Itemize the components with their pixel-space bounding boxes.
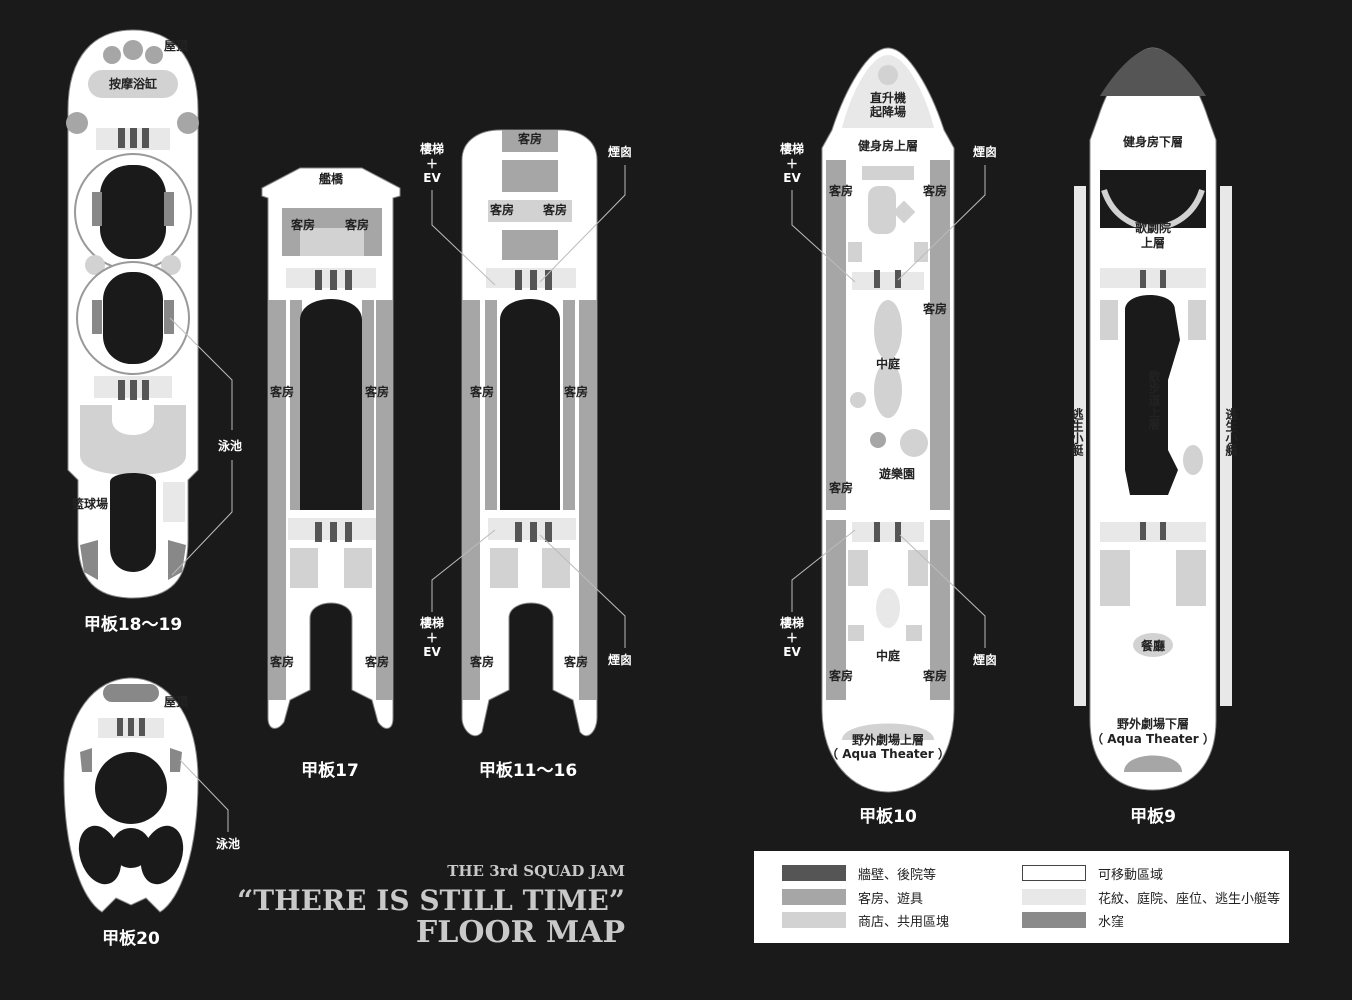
- legend-swatch-water: [1022, 912, 1086, 928]
- promenade-text: 散步道上層: [1147, 369, 1161, 431]
- legend-swatch-rooms: [782, 889, 846, 905]
- deck-9-label: 甲板9: [1130, 806, 1176, 827]
- title-line-2: “THERE IS STILL TIME”: [237, 884, 625, 917]
- bridge-label: 艦橋: [319, 171, 344, 186]
- room-label-d17-c: 客房: [269, 384, 294, 399]
- legend-swatch-walkable: [1022, 865, 1086, 881]
- legend-label-rooms: 客房、遊具: [858, 891, 924, 907]
- deck-17-plan: 艦橋 客房 客房 客房 客房 客房 客房 甲板17: [261, 167, 401, 781]
- legend-item-patterns: 花紋、庭院、座位、逃生小艇等: [1022, 889, 1281, 907]
- title-line-3: FLOOR MAP: [416, 915, 625, 950]
- room-label-d10-b: 客房: [922, 183, 947, 198]
- map-title: THE 3rd SQUAD JAM “THERE IS STILL TIME” …: [237, 862, 625, 950]
- room-label-d11-c: 客房: [469, 384, 494, 399]
- stairs-label-d10-top: 樓梯: [780, 141, 804, 156]
- plus-label-d10-bottom: ＋: [786, 631, 798, 645]
- heli-label-2: 起降場: [869, 104, 906, 119]
- aqua-upper-label: 野外劇場上層: [852, 732, 924, 747]
- map-legend: 牆壁、後院等 客房、遊具 商店、共用區塊 可移動區域 花紋、庭院、座位、逃生小艇…: [754, 851, 1289, 943]
- legend-swatch-walls: [782, 865, 846, 881]
- room-label-d17-a: 客房: [290, 217, 315, 232]
- pool-label-d18: 泳池: [218, 438, 242, 453]
- room-label-d10-f: 客房: [922, 668, 947, 683]
- funnel-label-d10-top: 煙囪: [973, 144, 997, 159]
- ev-label-d11-top: EV: [423, 171, 441, 185]
- stairs-label-d11-top: 樓梯: [420, 141, 444, 156]
- lifeboat-text-left: 逃生小艇: [1070, 407, 1084, 457]
- room-label-d10-a: 客房: [828, 183, 853, 198]
- plus-label-d11-top: ＋: [426, 157, 438, 171]
- deck-10-label: 甲板10: [859, 806, 917, 827]
- room-label-d10-e: 客房: [828, 668, 853, 683]
- deck-17-label: 甲板17: [301, 760, 359, 781]
- funfair-label: 遊樂園: [879, 466, 915, 481]
- legend-swatch-shops: [782, 912, 846, 928]
- aqua-lower-label: 野外劇場下層: [1117, 716, 1189, 731]
- legend-label-shops: 商店、共用區塊: [858, 914, 950, 930]
- legend-item-walls: 牆壁、後院等: [782, 865, 937, 883]
- deck-18-19-label: 甲板18～19: [84, 614, 182, 635]
- roof-label-d18: 屋頂: [164, 39, 189, 53]
- room-label-d17-e: 客房: [269, 654, 294, 669]
- legend-item-rooms: 客房、遊具: [782, 889, 924, 907]
- courtyard-label-d10-b: 中庭: [876, 648, 900, 663]
- roof-label-d20: 屋頂: [164, 695, 189, 709]
- room-label-d11-top: 客房: [517, 131, 542, 146]
- room-label-d10-d: 客房: [828, 480, 853, 495]
- dining-label: 餐廳: [1141, 638, 1165, 653]
- legend-item-shops: 商店、共用區塊: [782, 912, 950, 930]
- basketball-label: 籃球場: [71, 496, 108, 511]
- room-label-d11-a: 客房: [489, 202, 514, 217]
- ev-label-d10-top: EV: [783, 171, 801, 185]
- legend-label-walkable: 可移動區域: [1098, 867, 1164, 883]
- aqua-en-label-d9: （ Aqua Theater ）: [1091, 731, 1215, 746]
- funnel-label-d11-bottom: 煙囪: [608, 652, 632, 667]
- plus-label-d10-top: ＋: [786, 157, 798, 171]
- deck-11-16-plan: 客房 客房 客房 客房 客房 客房 客房 樓梯 ＋ EV 煙囪 樓梯 ＋ EV …: [420, 129, 632, 781]
- room-label-d10-c: 客房: [922, 301, 947, 316]
- lifeboat-label-right: 逃生小艇: [1224, 407, 1238, 457]
- ev-label-d11-bottom: EV: [423, 645, 441, 659]
- jacuzzi-label: 按摩浴缸: [109, 76, 157, 91]
- room-label-d11-b: 客房: [542, 202, 567, 217]
- deck-20-label: 甲板20: [102, 928, 160, 949]
- room-label-d17-f: 客房: [364, 654, 389, 669]
- deck-9-plan: 健身房下層 歌劇院 上層 散步道上層 逃生小艇 逃生小艇 餐廳 野外劇場下層 （…: [1070, 47, 1238, 827]
- funnel-label-d10-bottom: 煙囪: [973, 652, 997, 667]
- opera-label-2: 上層: [1141, 235, 1165, 250]
- courtyard-label-d10-a: 中庭: [876, 356, 900, 371]
- funnel-label-d11-top: 煙囪: [608, 144, 632, 159]
- room-label-d11-f: 客房: [563, 654, 588, 669]
- legend-swatch-patterns: [1022, 889, 1086, 905]
- deck-10-plan: 直升機 起降場 健身房上層 客房 客房 客房 中庭 遊樂園 客房 中庭 客房 客…: [780, 47, 997, 827]
- room-label-d11-e: 客房: [469, 654, 494, 669]
- title-line-1: THE 3rd SQUAD JAM: [447, 862, 625, 880]
- legend-label-patterns: 花紋、庭院、座位、逃生小艇等: [1098, 891, 1281, 907]
- legend-item-water: 水窪: [1022, 912, 1125, 930]
- gym-lower-label: 健身房下層: [1123, 134, 1183, 149]
- lifeboat-label-left: 逃生小艇: [1070, 407, 1084, 457]
- room-label-d17-b: 客房: [344, 217, 369, 232]
- room-label-d11-d: 客房: [563, 384, 588, 399]
- legend-label-walls: 牆壁、後院等: [858, 867, 937, 883]
- gym-upper-label: 健身房上層: [858, 138, 918, 153]
- plus-label-d11-bottom: ＋: [426, 631, 438, 645]
- deck-11-16-label: 甲板11～16: [479, 760, 577, 781]
- deck-20-plan: 屋頂 泳池 甲板20: [63, 677, 240, 949]
- deck-18-19-plan: 屋頂 按摩浴缸 籃球場 泳池 甲板18～19: [66, 29, 242, 635]
- lifeboat-text-right: 逃生小艇: [1224, 407, 1238, 457]
- promenade-label: 散步道上層: [1147, 369, 1161, 431]
- stairs-label-d11-bottom: 樓梯: [420, 615, 444, 630]
- ev-label-d10-bottom: EV: [783, 645, 801, 659]
- opera-label-1: 歌劇院: [1135, 220, 1171, 235]
- pool-label-d20: 泳池: [216, 836, 240, 851]
- heli-label-1: 直升機: [870, 90, 906, 105]
- stairs-label-d10-bottom: 樓梯: [780, 615, 804, 630]
- legend-label-water: 水窪: [1098, 914, 1125, 930]
- aqua-en-label-d10: （ Aqua Theater ）: [826, 746, 950, 761]
- room-label-d17-d: 客房: [364, 384, 389, 399]
- legend-item-walkable: 可移動區域: [1022, 865, 1164, 883]
